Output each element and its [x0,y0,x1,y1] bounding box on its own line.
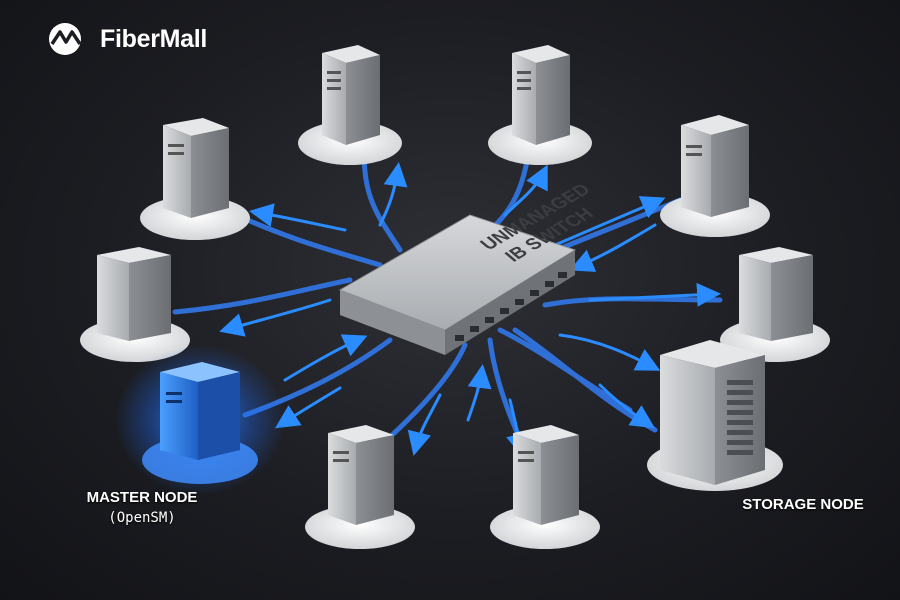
arrow [466,364,492,422]
server-node [720,247,830,362]
arrow [407,393,442,456]
server-node [80,247,190,362]
arrow [249,203,347,232]
cable [172,277,353,315]
arrow [219,298,332,337]
arrow [274,386,342,429]
server-node [490,425,600,549]
brand-name: FiberMall [100,24,208,53]
server-node [660,115,770,237]
server-node [488,45,592,165]
storage-node-label: STORAGE NODE [742,496,864,513]
server-node [305,425,415,549]
arrow [569,223,657,272]
master-node-title: MASTER NODE [86,489,198,506]
arrow [503,164,548,217]
arrow [558,333,661,371]
storage-node [647,340,783,491]
arrow [378,162,408,227]
cable [542,296,723,308]
fibermall-logo-icon [49,23,82,55]
brand-logo: FiberMall [48,22,207,56]
master-node-subtitle: (OpenSM) [108,510,176,526]
master-node-label: MASTER NODE (OpenSM) [72,488,212,528]
arrow [598,383,656,429]
arrow [553,196,666,247]
arrow [588,282,721,307]
flow-arrows [219,162,721,458]
master-node [115,345,285,495]
server-node [298,45,402,165]
server-node [140,118,250,240]
ib-switch: UNMANAGED IB SWITCH [338,180,598,355]
cable [497,327,633,413]
arrow [283,334,368,382]
